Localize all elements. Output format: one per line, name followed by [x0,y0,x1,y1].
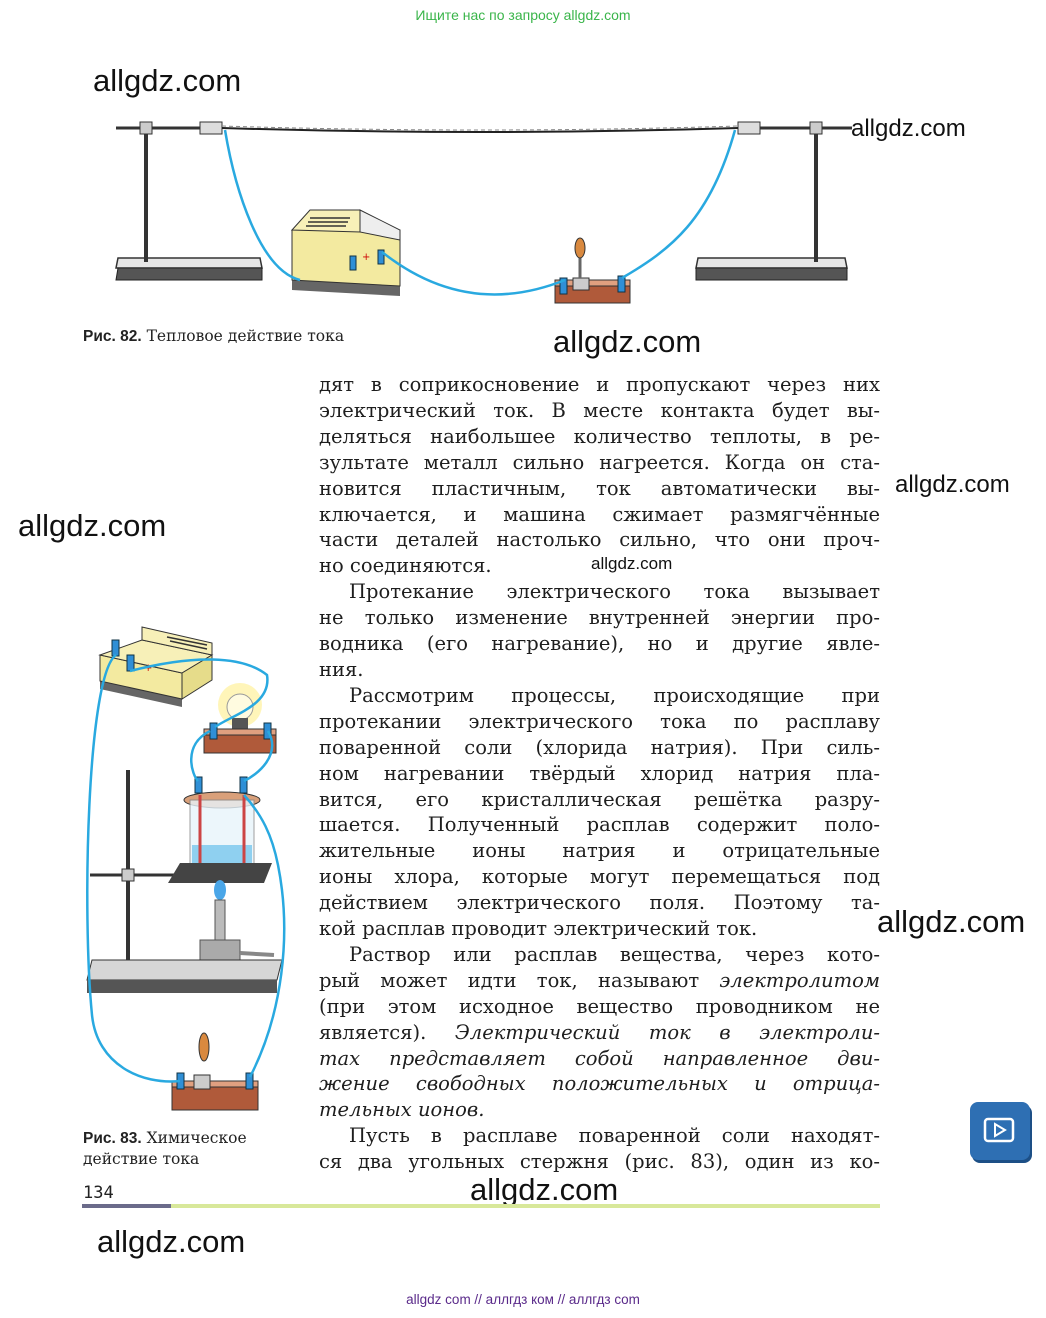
watermark: allgdz.com [851,115,966,142]
caption-text: действие тока [83,1150,200,1168]
paragraph-2: Протекание электрического тока вызывает … [319,580,880,656]
watermark: allgdz.com [93,63,242,98]
caption-text: Химическое [146,1129,247,1147]
play-icon [983,1117,1015,1143]
caption-number: Рис. 83. [83,1130,142,1147]
watermark: allgdz.com [470,1172,619,1207]
watermark: allgdz.com [553,324,702,359]
watermark: allgdz.com [18,508,167,543]
footer-rule-light [171,1204,880,1208]
figure-83-illustration: + [86,626,286,1111]
paragraph-5: Пусть в расплаве поваренной соли находят… [319,1124,880,1174]
figure-83-caption: Рис. 83. Химическое действие тока [83,1128,247,1170]
video-play-button[interactable] [970,1102,1030,1160]
page-number: 134 [83,1183,114,1203]
svg-text:+: + [362,252,370,263]
footer-rule-dark [82,1204,171,1208]
bottom-links[interactable]: allgdz com // аллгдз ком // аллгдз com [406,1292,640,1307]
figure-82-illustration: + [115,121,852,304]
watermark: allgdz.com [895,471,1010,498]
paragraph-3-end: кой расплав проводит электрический ток. [319,917,758,941]
paragraph-1-end: но соединяются. [319,554,492,578]
paragraph-1: дят в соприкосновение и пропускают через… [319,373,880,552]
watermark: allgdz.com [591,554,673,573]
watermark: allgdz.com [877,904,1026,939]
caption-number: Рис. 82. [83,328,142,345]
paragraph-3: Рассмотрим процессы, происходящие при пр… [319,683,880,915]
figure-82-caption: Рис. 82. Тепловое действие тока [83,326,344,347]
body-text: дят в соприкосновение и пропускают через… [319,372,880,1175]
paragraph-4: Раствор или расплав вещества, через кото… [319,942,880,1096]
top-banner[interactable]: Ищите нас по запросу allgdz.com [415,7,631,23]
caption-text: Тепловое действие тока [146,327,345,345]
watermark: allgdz.com [97,1224,246,1259]
svg-text:+: + [144,663,152,674]
paragraph-2-end: ния. [319,657,364,681]
paragraph-4-end: тельных ионов. [319,1098,485,1122]
